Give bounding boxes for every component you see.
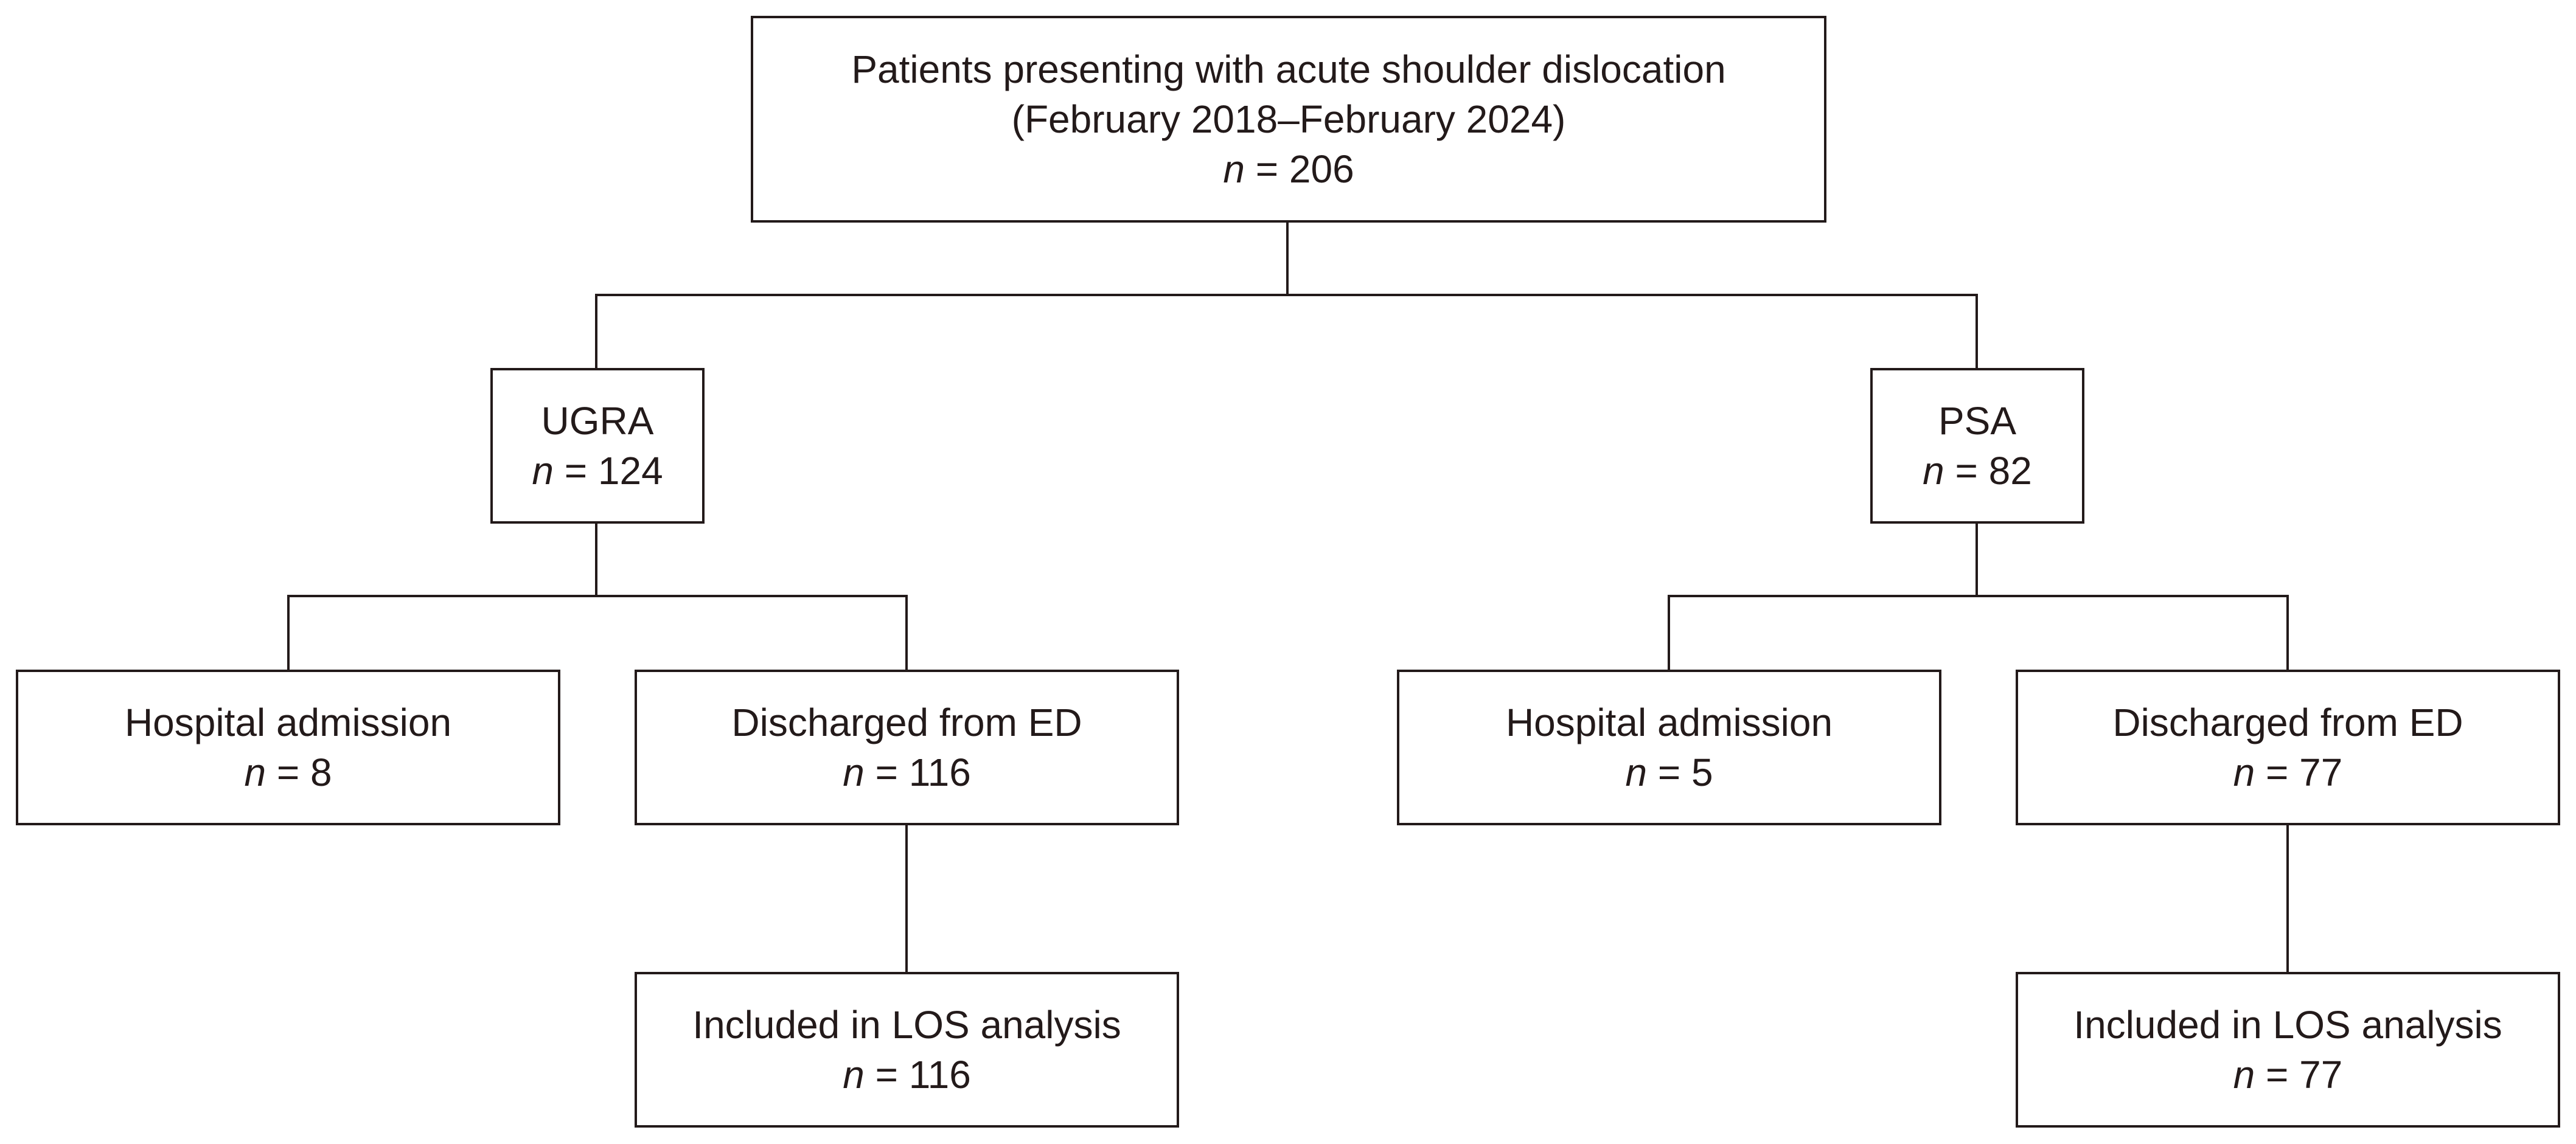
psa-count: n = 82 [1923, 446, 2032, 496]
n-symbol: n [2233, 751, 2255, 794]
ugra-los-label: Included in LOS analysis [692, 1003, 1121, 1047]
ugra-label: UGRA [541, 399, 654, 443]
connector-root-split [595, 221, 1978, 369]
n-symbol: n [244, 751, 266, 794]
psa-discharged-label: Discharged from ED [2112, 701, 2463, 744]
n-symbol: n [1223, 147, 1245, 191]
psa-los-count: n = 77 [2233, 1050, 2343, 1100]
n-symbol: n [532, 449, 554, 493]
ugra-admission-label: Hospital admission [124, 701, 452, 744]
connector-psa-split [1668, 522, 2289, 671]
count-value: = 116 [864, 751, 971, 794]
psa-admission-count: n = 5 [1625, 747, 1713, 797]
psa-los-label: Included in LOS analysis [2073, 1003, 2502, 1047]
psa-los-box: Included in LOS analysis n = 77 [2016, 972, 2560, 1128]
ugra-discharged-count: n = 116 [843, 747, 971, 797]
psa-admission-box: Hospital admission n = 5 [1397, 670, 1941, 825]
count-value: = 206 [1244, 147, 1354, 191]
psa-discharged-box: Discharged from ED n = 77 [2016, 670, 2560, 825]
count-value: = 77 [2255, 1053, 2343, 1097]
count-value: = 116 [864, 1053, 971, 1097]
count-value: = 124 [553, 449, 663, 493]
psa-discharged-count: n = 77 [2233, 747, 2343, 797]
psa-group-box: PSA n = 82 [1870, 368, 2084, 524]
n-symbol: n [2233, 1053, 2255, 1097]
psa-admission-label: Hospital admission [1505, 701, 1833, 744]
ugra-los-box: Included in LOS analysis n = 116 [635, 972, 1179, 1128]
ugra-count: n = 124 [532, 446, 663, 496]
n-symbol: n [843, 751, 865, 794]
ugra-discharged-label: Discharged from ED [731, 701, 1082, 744]
total-patients-title: Patients presenting with acute shoulder … [851, 47, 1726, 91]
ugra-los-count: n = 116 [843, 1050, 971, 1100]
count-value: = 5 [1647, 751, 1713, 794]
count-value: = 77 [2255, 751, 2343, 794]
count-value: = 8 [266, 751, 332, 794]
connector-ugra-split [287, 522, 908, 671]
total-patients-count: n = 206 [1223, 144, 1354, 194]
ugra-admission-box: Hospital admission n = 8 [16, 670, 560, 825]
count-value: = 82 [1944, 449, 2032, 493]
total-patients-box: Patients presenting with acute shoulder … [751, 16, 1826, 223]
psa-label: PSA [1938, 399, 2017, 443]
n-symbol: n [1625, 751, 1648, 794]
n-symbol: n [1923, 449, 1944, 493]
ugra-admission-count: n = 8 [244, 747, 332, 797]
n-symbol: n [843, 1053, 865, 1097]
study-period: (February 2018–February 2024) [1011, 97, 1566, 141]
ugra-discharged-box: Discharged from ED n = 116 [635, 670, 1179, 825]
ugra-group-box: UGRA n = 124 [490, 368, 705, 524]
